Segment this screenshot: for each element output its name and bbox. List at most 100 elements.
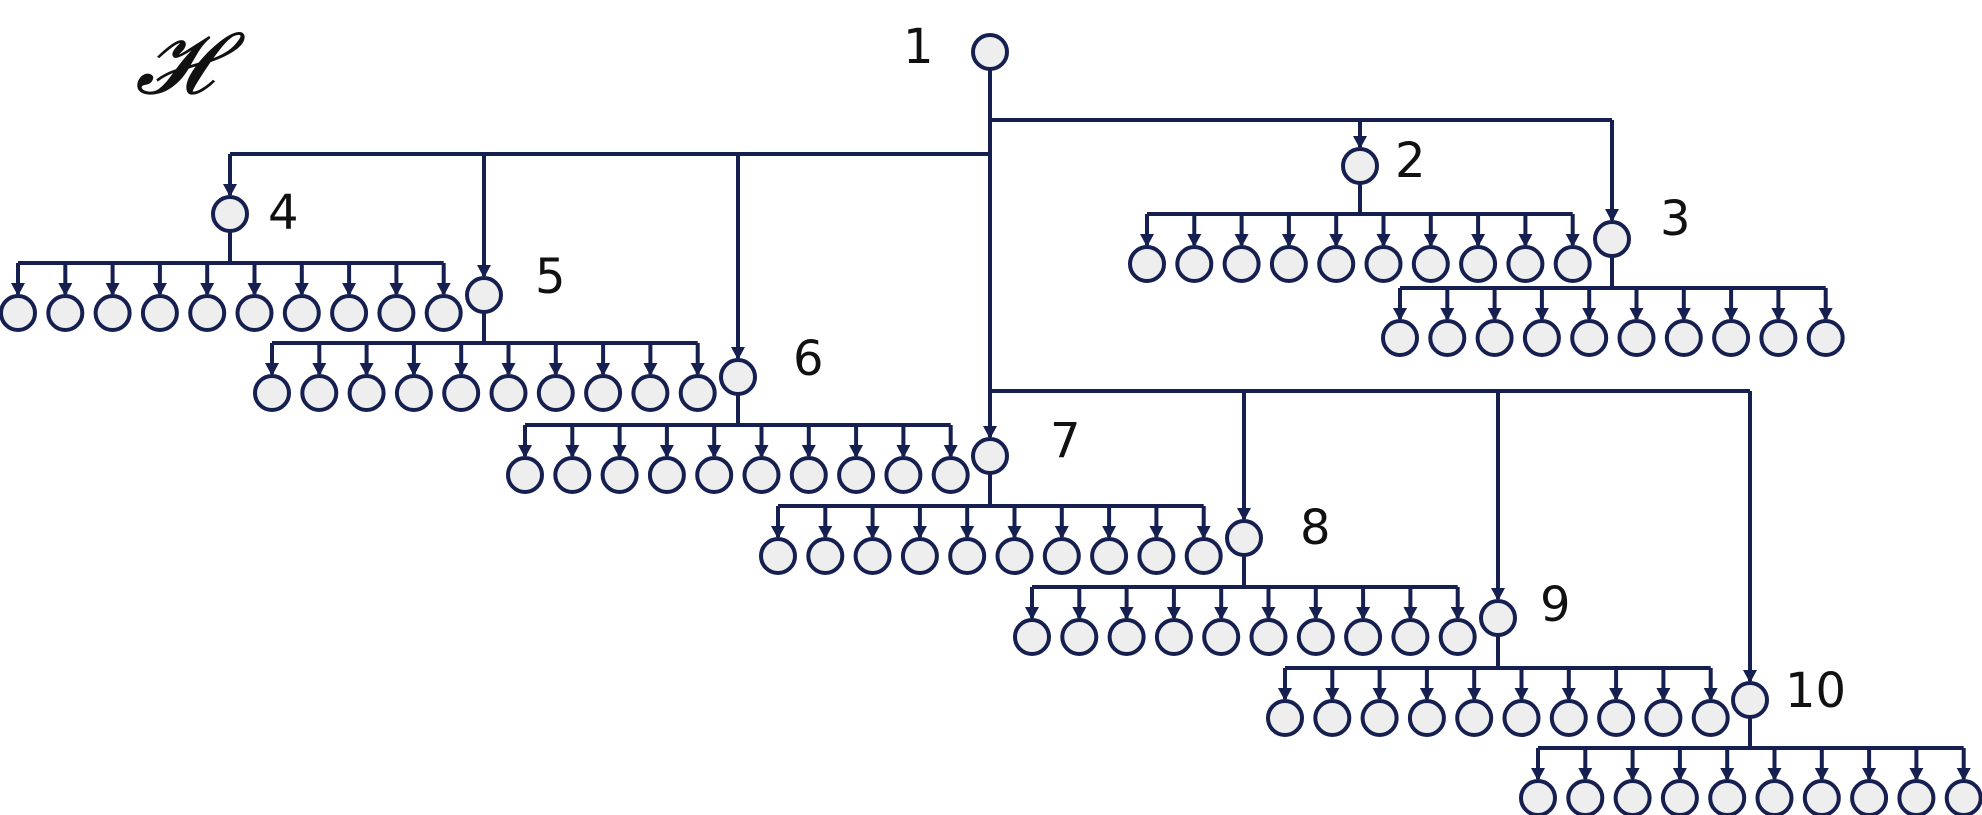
leaf-node-10-2 xyxy=(1566,779,1605,815)
leaf-node-3-3 xyxy=(1475,319,1514,357)
arrow-leaf-10-4 xyxy=(1672,768,1687,781)
arrow-leaf-5-10 xyxy=(690,363,705,376)
arrow-leaf-9-6 xyxy=(1514,688,1529,701)
arrow-leaf-2-6 xyxy=(1376,234,1391,247)
leaf-node-10-9 xyxy=(1897,779,1936,815)
arrow-leaf-2-10 xyxy=(1565,234,1580,247)
leaf-node-8-1 xyxy=(1013,618,1051,656)
leaf-node-8-10 xyxy=(1438,618,1477,656)
leaf-node-7-6 xyxy=(995,537,1034,575)
leaf-node-7-4 xyxy=(900,537,939,575)
leaf-node-4-1 xyxy=(0,294,37,332)
arrow-leaf-2-8 xyxy=(1471,234,1486,247)
leaf-node-10-5 xyxy=(1708,779,1747,815)
arrow-leaf-10-9 xyxy=(1909,768,1924,781)
arrow-leaf-8-10 xyxy=(1450,607,1465,620)
arrow-leaf-10-3 xyxy=(1625,768,1640,781)
arrow-leaf-7-9 xyxy=(1149,526,1164,539)
arrow-leaf-7-10 xyxy=(1196,526,1211,539)
arrow-leaf-5-7 xyxy=(548,363,563,376)
arrow-leaf-4-5 xyxy=(200,283,215,296)
node-label-8: 8 xyxy=(1300,500,1331,556)
arrow-leaf-2-1 xyxy=(1140,234,1154,247)
arrow-leaf-9-5 xyxy=(1467,688,1482,701)
arrow-leaf-9-2 xyxy=(1325,688,1340,701)
arrow-leaf-4-10 xyxy=(436,283,451,296)
node-label-root: 1 xyxy=(903,19,934,75)
leaf-node-5-6 xyxy=(489,374,528,412)
leaf-node-2-9 xyxy=(1506,245,1545,283)
arrow-to-hub-3 xyxy=(1605,209,1619,222)
leaf-node-5-9 xyxy=(631,374,670,412)
leaf-node-3-10 xyxy=(1806,319,1845,357)
arrow-leaf-6-2 xyxy=(565,445,580,458)
leaf-node-8-7 xyxy=(1296,618,1335,656)
leaf-node-5-3 xyxy=(347,374,386,412)
arrow-leaf-2-9 xyxy=(1518,234,1533,247)
arrow-leaf-4-4 xyxy=(152,283,167,296)
arrow-leaf-3-5 xyxy=(1582,308,1597,321)
arrow-leaf-6-4 xyxy=(659,445,674,458)
leaf-node-2-8 xyxy=(1459,245,1498,283)
arrow-leaf-10-10 xyxy=(1956,768,1971,781)
leaf-node-5-7 xyxy=(536,374,575,412)
leaf-node-3-1 xyxy=(1381,319,1419,357)
node-hub-2 xyxy=(1341,147,1379,185)
leaf-node-4-2 xyxy=(46,294,85,332)
leaf-node-10-7 xyxy=(1802,779,1841,815)
leaf-node-3-6 xyxy=(1617,319,1656,357)
arrow-leaf-6-5 xyxy=(707,445,722,458)
leaf-node-8-4 xyxy=(1154,618,1193,656)
arrow-leaf-2-2 xyxy=(1187,234,1202,247)
arrow-leaf-7-7 xyxy=(1054,526,1069,539)
arrow-leaf-5-8 xyxy=(596,363,611,376)
arrow-leaf-4-3 xyxy=(105,283,120,296)
arrow-leaf-8-2 xyxy=(1072,607,1087,620)
arrow-leaf-4-6 xyxy=(247,283,262,296)
leaf-node-10-1 xyxy=(1519,779,1557,815)
leaf-node-9-4 xyxy=(1407,699,1446,737)
arrow-to-hub-6 xyxy=(731,347,745,360)
leaf-node-9-8 xyxy=(1597,699,1636,737)
leaf-node-9-3 xyxy=(1360,699,1399,737)
leaf-node-9-10 xyxy=(1691,699,1730,737)
arrow-leaf-9-1 xyxy=(1278,688,1292,701)
leaf-node-6-8 xyxy=(837,456,876,494)
leaf-node-6-3 xyxy=(600,456,639,494)
leaf-node-7-8 xyxy=(1090,537,1129,575)
leaf-node-7-9 xyxy=(1137,537,1176,575)
arrow-leaf-6-10 xyxy=(943,445,958,458)
arrow-leaf-9-4 xyxy=(1419,688,1434,701)
arrow-leaf-10-1 xyxy=(1531,768,1545,781)
leaf-node-2-6 xyxy=(1364,245,1403,283)
arrow-leaf-5-5 xyxy=(454,363,469,376)
arrow-leaf-6-1 xyxy=(518,445,532,458)
leaf-node-10-6 xyxy=(1755,779,1794,815)
leaf-node-5-2 xyxy=(300,374,339,412)
arrow-leaf-5-6 xyxy=(501,363,516,376)
leaf-node-9-1 xyxy=(1266,699,1304,737)
arrow-to-hub-5 xyxy=(477,265,491,278)
node-root xyxy=(971,33,1009,71)
arrow-leaf-2-4 xyxy=(1281,234,1296,247)
leaf-node-3-2 xyxy=(1428,319,1467,357)
leaf-node-8-9 xyxy=(1391,618,1430,656)
node-label-5: 5 xyxy=(535,249,566,305)
node-label-4: 4 xyxy=(268,185,299,241)
leaf-node-6-2 xyxy=(553,456,592,494)
arrow-leaf-6-3 xyxy=(612,445,627,458)
leaf-node-7-10 xyxy=(1184,537,1223,575)
arrow-leaf-3-3 xyxy=(1487,308,1502,321)
arrow-leaf-2-5 xyxy=(1329,234,1344,247)
arrow-leaf-3-4 xyxy=(1534,308,1549,321)
node-hub-10 xyxy=(1731,681,1769,719)
arrow-leaf-2-7 xyxy=(1423,234,1438,247)
arrow-leaf-10-5 xyxy=(1720,768,1735,781)
arrow-leaf-8-4 xyxy=(1166,607,1181,620)
leaf-node-10-3 xyxy=(1613,779,1652,815)
leaf-node-9-9 xyxy=(1644,699,1683,737)
node-hub-8 xyxy=(1225,519,1263,557)
node-hub-5 xyxy=(465,276,503,314)
leaf-node-8-6 xyxy=(1249,618,1288,656)
